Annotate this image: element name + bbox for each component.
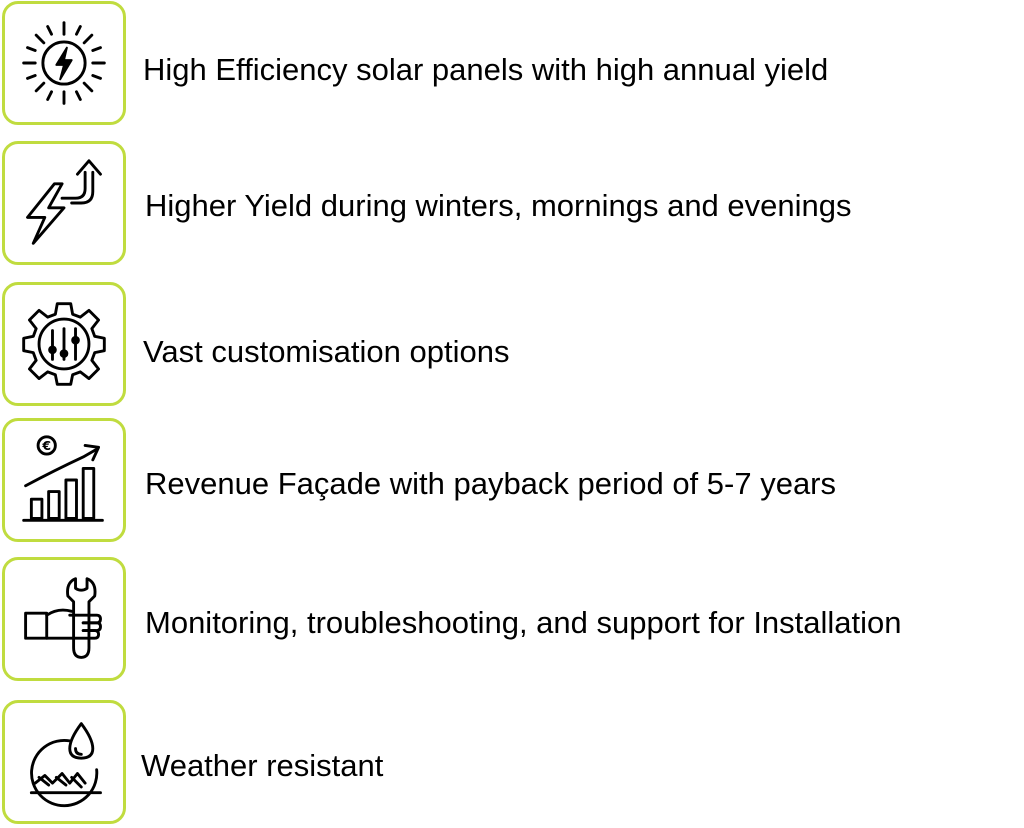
feature-item-yield: Higher Yield during winters, mornings an… xyxy=(2,141,1012,267)
feature-label: Revenue Façade with payback period of 5-… xyxy=(145,466,837,501)
feature-label: High Efficiency solar panels with high a… xyxy=(143,52,829,87)
icon-box xyxy=(2,141,126,265)
weather-drop-shield-icon xyxy=(29,722,102,808)
feature-item-support: Monitoring, troubleshooting, and support… xyxy=(2,557,1012,683)
feature-label: Higher Yield during winters, mornings an… xyxy=(145,188,852,223)
sun-bolt-icon xyxy=(22,21,106,105)
feature-label: Monitoring, troubleshooting, and support… xyxy=(145,605,902,640)
lightning-arrow-up-icon xyxy=(26,159,102,245)
euro-growth-chart-icon: € xyxy=(22,435,104,522)
icon-box xyxy=(2,700,126,824)
icon-box xyxy=(2,557,126,681)
feature-item-efficiency: High Efficiency solar panels with high a… xyxy=(2,1,1012,127)
icon-box xyxy=(2,282,126,406)
feature-item-revenue: € Revenue Façade with payback period of … xyxy=(2,418,1012,544)
feature-item-weather: Weather resistant xyxy=(2,700,1012,826)
feature-label: Vast customisation options xyxy=(143,334,510,369)
feature-label: Weather resistant xyxy=(141,748,384,783)
gear-sliders-icon xyxy=(22,302,106,386)
hand-wrench-icon xyxy=(24,577,102,659)
feature-item-customisation: Vast customisation options xyxy=(2,282,1012,408)
icon-box xyxy=(2,1,126,125)
svg-text:€: € xyxy=(41,438,51,453)
icon-box: € xyxy=(2,418,126,542)
